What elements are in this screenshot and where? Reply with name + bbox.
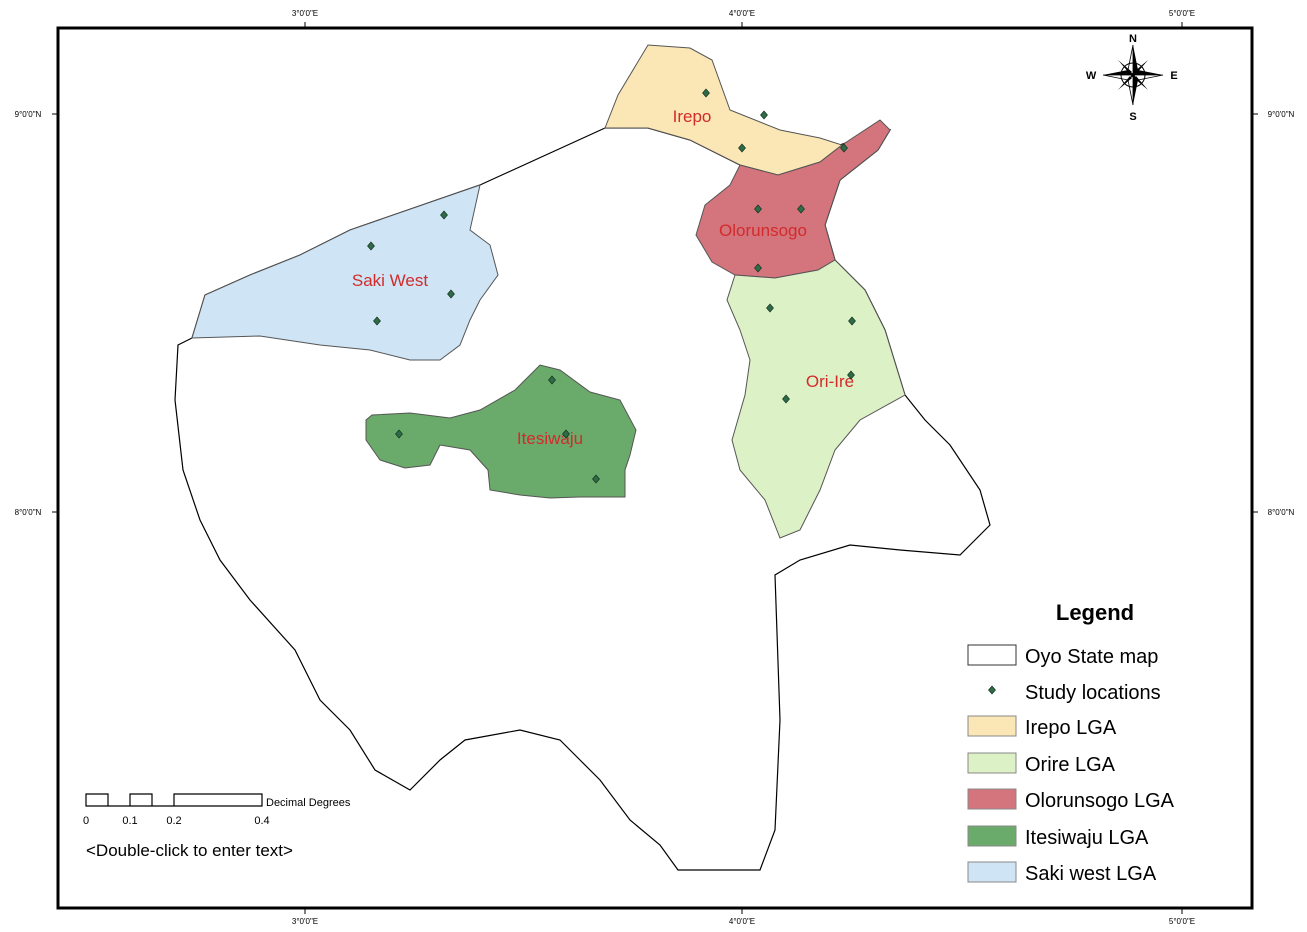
region-ori-ire[interactable] [726,259,906,539]
study-location-marker[interactable] [754,204,762,214]
south-label: S [1129,111,1136,123]
legend-label: Study locations [1025,682,1161,704]
legend-swatch-saki-west [967,861,1017,883]
study-location-marker[interactable] [760,110,768,120]
scale-tick-0-2: 0.2 [166,815,181,827]
study-location-marker[interactable] [373,316,381,326]
study-location-marker[interactable] [367,241,375,251]
study-location-marker[interactable] [847,370,855,380]
east-label: E [1170,70,1177,82]
legend-label: Olorunsogo LGA [1025,790,1175,812]
graticule-labels: 3°0'0"E 4°0'0"E 5°0'0"E 3°0'0"E 4°0'0"E … [15,9,1295,926]
legend-item-oyo-state: Oyo State map [967,644,1158,668]
north-arrow: N S E W [1086,33,1178,123]
study-location-marker[interactable] [848,316,856,326]
legend-item-olorunsogo: Olorunsogo LGA [967,788,1175,812]
study-location-marker[interactable] [702,88,710,98]
lon-label-bottom-3: 5°0'0"E [1169,917,1195,926]
legend-item-itesiwaju: Itesiwaju LGA [967,825,1149,849]
scale-bar: 0 0.1 0.2 0.4 Decimal Degrees [83,793,351,827]
scale-units: Decimal Degrees [266,797,351,809]
study-location-marker[interactable] [592,474,600,484]
study-location-marker[interactable] [440,210,448,220]
scale-bar-graphic [85,793,263,807]
legend-label: Oyo State map [1025,646,1158,668]
lon-label-bottom-1: 3°0'0"E [292,917,318,926]
legend-label: Itesiwaju LGA [1025,827,1149,849]
legend-item-orire: Orire LGA [967,752,1116,776]
legend-title: Legend [1056,600,1134,625]
legend-item-study-locations: Study locations [988,682,1161,704]
study-location-marker[interactable] [797,204,805,214]
region-label-itesiwaju: Itesiwaju [517,429,583,448]
lon-label-bottom-2: 4°0'0"E [729,917,755,926]
north-label: N [1129,33,1137,45]
study-location-marker[interactable] [562,429,570,439]
region-labels: Irepo Olorunsogo Saki West Ori-Ire Itesi… [352,107,854,448]
region-label-ori-ire: Ori-Ire [806,372,854,391]
region-irepo[interactable] [604,44,844,176]
study-location-marker[interactable] [782,394,790,404]
study-location-marker[interactable] [395,429,403,439]
legend-swatch-orire [967,752,1017,774]
legend-swatch-olorunsogo [967,788,1017,810]
west-label: W [1086,70,1097,82]
graticule-ticks [52,22,1258,914]
compass-rose-icon [1102,44,1164,106]
legend-swatch-itesiwaju [967,825,1017,847]
region-saki-west[interactable] [191,184,499,361]
lat-label-right-1: 9°0'0"N [1268,110,1295,119]
legend-swatch-study-locations [988,685,996,695]
study-location-marker[interactable] [447,289,455,299]
lon-label-top-2: 4°0'0"E [729,9,755,18]
region-olorunsogo[interactable] [695,119,891,279]
legend-label: Irepo LGA [1025,717,1117,739]
study-location-markers [367,88,856,484]
lon-label-top-3: 5°0'0"E [1169,9,1195,18]
legend-swatch-irepo [967,715,1017,737]
legend-label: Saki west LGA [1025,863,1157,885]
placeholder-text[interactable]: <Double-click to enter text> [86,841,293,860]
study-location-marker[interactable] [548,375,556,385]
lat-label-left-2: 8°0'0"N [15,508,42,517]
legend-swatch-oyo-state [967,644,1017,666]
lat-label-right-2: 8°0'0"N [1268,508,1295,517]
region-label-saki-west: Saki West [352,271,428,290]
study-location-marker[interactable] [754,263,762,273]
legend-item-saki-west: Saki west LGA [967,861,1157,885]
legend-item-irepo: Irepo LGA [967,715,1117,739]
scale-tick-0: 0 [83,815,89,827]
scale-tick-0-1: 0.1 [122,815,137,827]
region-label-olorunsogo: Olorunsogo [719,221,807,240]
region-itesiwaju[interactable] [365,364,637,499]
legend-label: Orire LGA [1025,754,1116,776]
lat-label-left-1: 9°0'0"N [15,110,42,119]
lon-label-top-1: 3°0'0"E [292,9,318,18]
study-location-marker[interactable] [766,303,774,313]
study-location-marker[interactable] [840,143,848,153]
legend: Legend Oyo State map Study locations Ire… [967,600,1175,885]
study-location-marker[interactable] [738,143,746,153]
scale-tick-0-4: 0.4 [254,815,269,827]
region-label-irepo: Irepo [673,107,712,126]
